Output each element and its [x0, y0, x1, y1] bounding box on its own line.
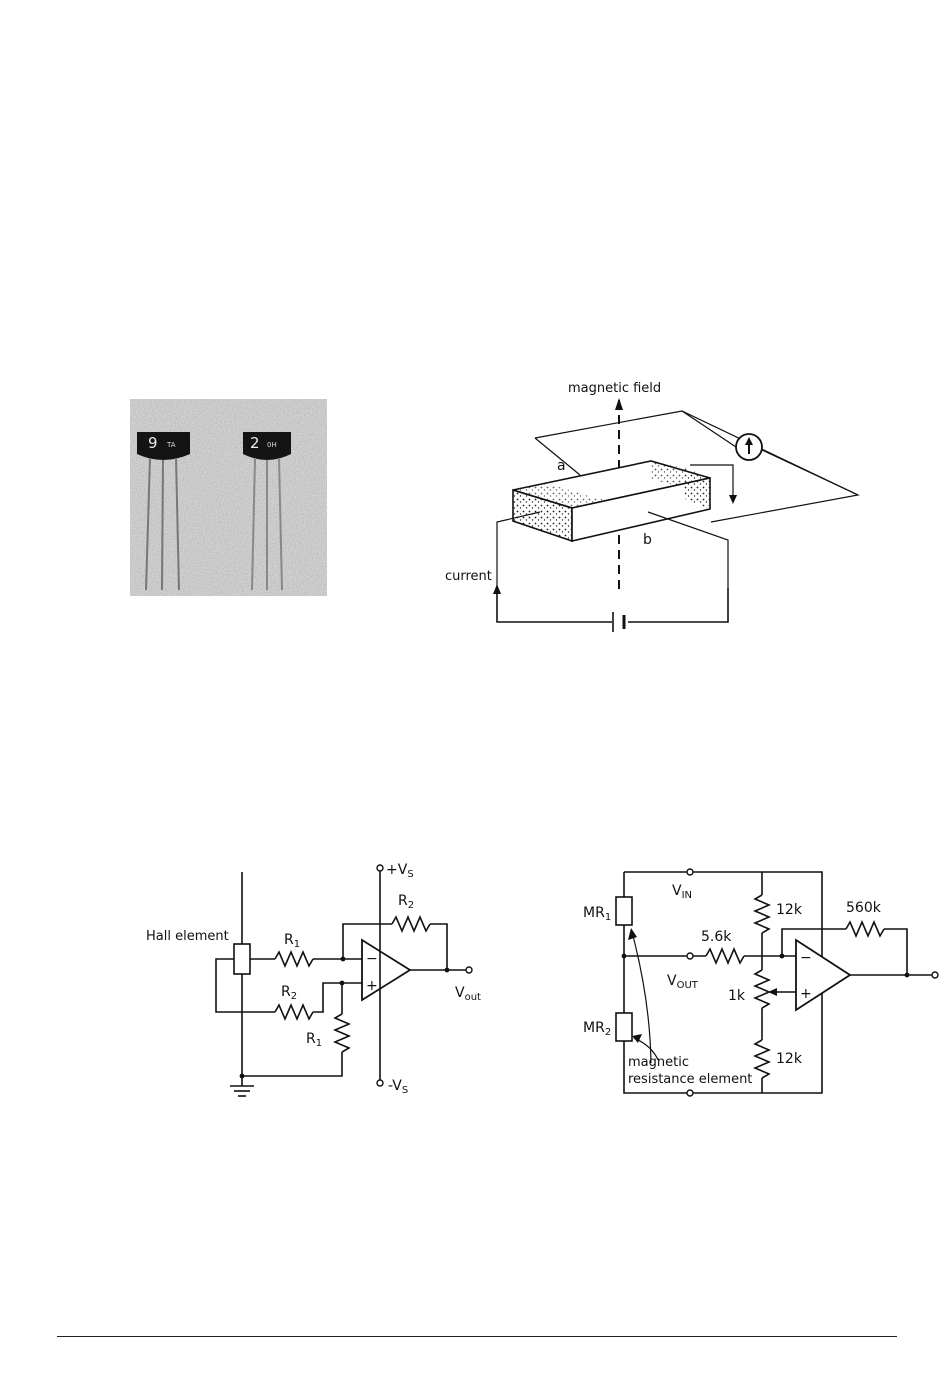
mr2-label: MR2 — [583, 1020, 611, 1038]
chip-left-suffix: TA — [166, 441, 176, 449]
chip-left-marking: 9 — [148, 434, 158, 452]
vin-label: VIN — [672, 883, 692, 901]
mr1-element — [616, 897, 632, 925]
r-top-label: 12k — [776, 902, 803, 918]
r-bottom-label: 12k — [776, 1051, 803, 1067]
vs-positive-label: +VS — [386, 862, 414, 880]
resistor-r2-feedback — [392, 917, 430, 931]
element-label-line2: resistance element — [628, 1072, 752, 1087]
current-label: current — [445, 569, 492, 584]
vout-label: VOUT — [667, 973, 699, 991]
hall-element-label: Hall element — [146, 929, 229, 944]
r-pot-label: 1k — [728, 988, 746, 1004]
point-b-label: b — [643, 532, 652, 548]
resistor-12k-top — [755, 895, 769, 933]
opamp-minus: − — [366, 951, 378, 967]
r1-top-label: R1 — [284, 932, 300, 950]
r-series-label: 5.6k — [701, 929, 732, 945]
hall-effect-diagram: magnetic field current a b — [445, 381, 858, 632]
hall-element — [234, 944, 250, 974]
vs-negative-label: -VS — [388, 1078, 408, 1096]
resistor-5-6k — [706, 949, 744, 963]
chip-right-suffix: 0H — [267, 441, 277, 449]
ground-icon — [230, 1076, 254, 1096]
element-label-line1: magnetic — [628, 1055, 689, 1070]
r-feedback-label: 560k — [846, 900, 882, 916]
footer-rule — [57, 1336, 897, 1337]
resistor-12k-bottom — [755, 1040, 769, 1078]
opamp-plus: + — [366, 978, 378, 994]
current-wire — [497, 588, 612, 622]
r2-feedback-label: R2 — [398, 893, 414, 911]
r1-ground-label: R1 — [306, 1031, 322, 1049]
opamp-plus: + — [800, 986, 812, 1002]
resistor-560k — [846, 922, 884, 936]
field-label: magnetic field — [568, 381, 661, 396]
resistor-r1-top — [275, 952, 313, 966]
r2-input-label: R2 — [281, 984, 297, 1002]
opamp-minus: − — [800, 950, 812, 966]
mr-bridge-circuit: VIN MR1 MR2 5.6k VOUT 12k 1k 12k − + — [583, 869, 938, 1096]
mr1-label: MR1 — [583, 905, 611, 923]
point-a-label: a — [557, 458, 566, 474]
semiconductor-bar — [513, 461, 710, 541]
mr2-element — [616, 1013, 632, 1041]
resistor-r2-input — [275, 1005, 313, 1019]
resistor-r1-ground — [335, 1014, 349, 1052]
sensor-photo: 9 TA 2 0H — [130, 399, 327, 596]
potentiometer-1k — [755, 970, 769, 1008]
field-arrow-icon — [615, 398, 623, 410]
hall-amplifier-circuit: Hall element R1 R2 R1 − + — [146, 862, 481, 1096]
vout-label: Vout — [455, 985, 481, 1003]
mr1-pointer-arrow — [632, 932, 651, 1063]
chip-right-marking: 2 — [250, 434, 260, 452]
